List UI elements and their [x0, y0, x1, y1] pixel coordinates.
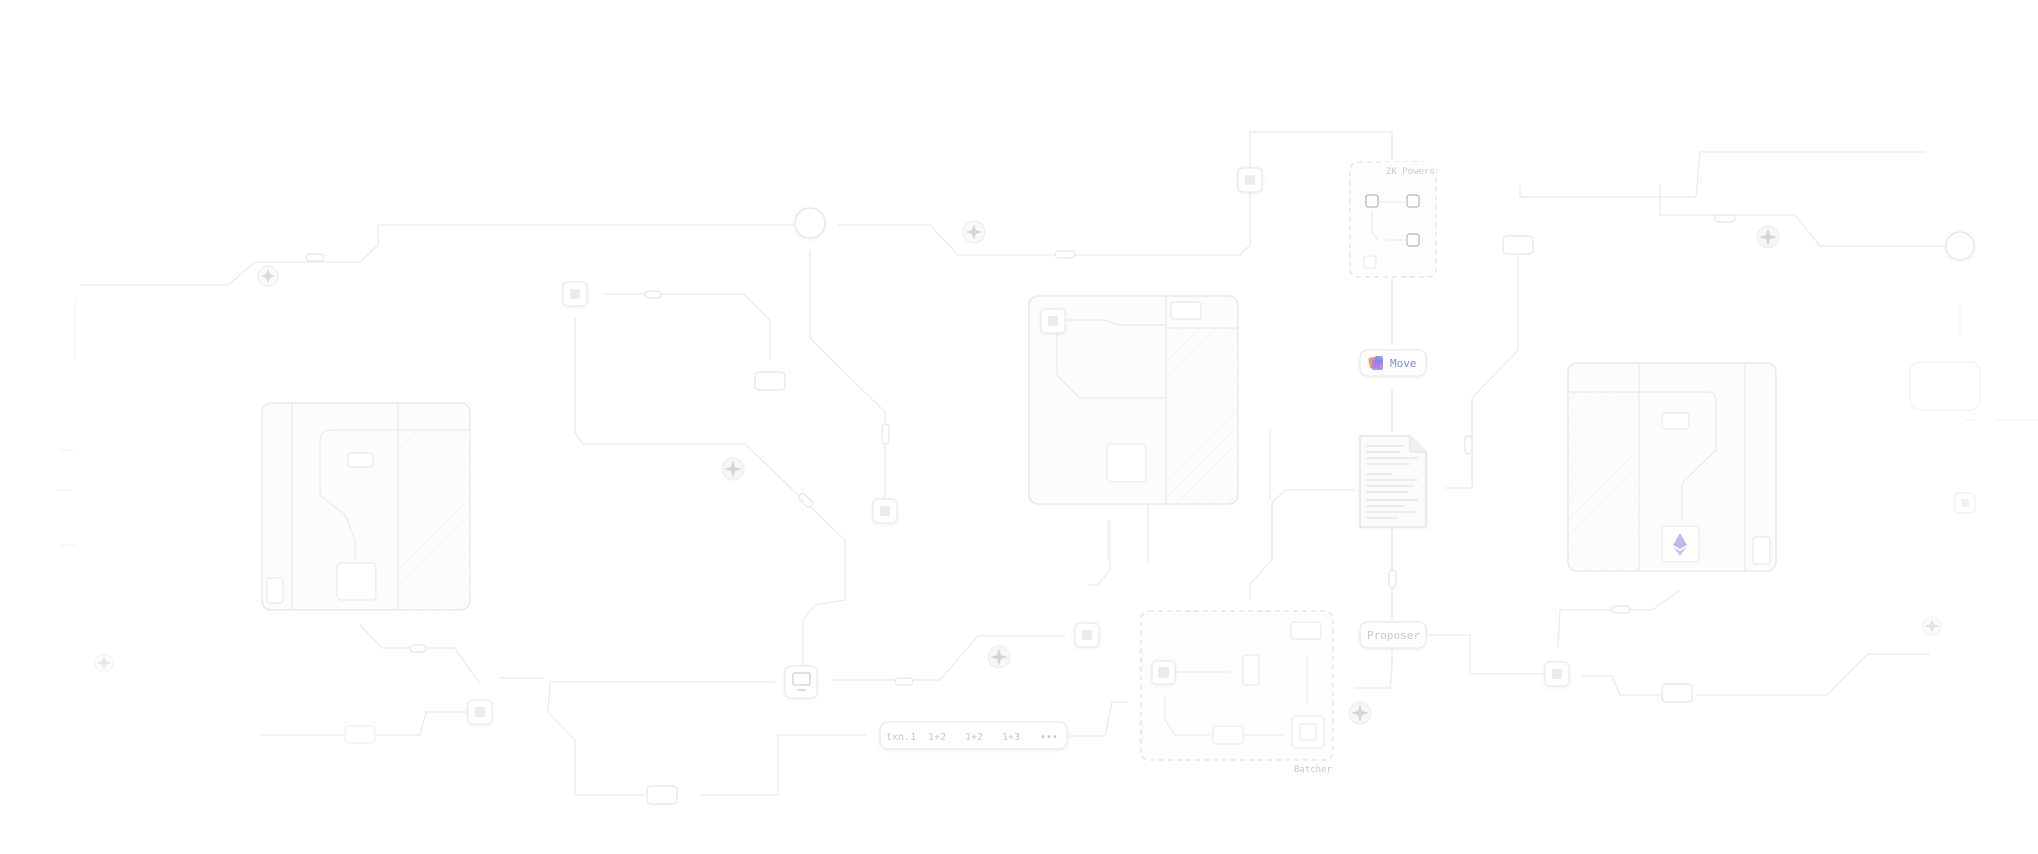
square-nodes [467, 167, 1976, 725]
move-label: Move [1390, 357, 1417, 370]
ethereum-icon [1673, 533, 1687, 556]
proposer-label: Proposer [1367, 629, 1420, 642]
panel-left [261, 402, 471, 611]
sparkle-icon [94, 653, 114, 673]
sparkle-icon [1348, 701, 1372, 725]
tx-item: 1+2 [928, 732, 946, 743]
circle-nodes [794, 207, 1975, 261]
sparkle-icons [94, 220, 1942, 725]
panel-center [1028, 295, 1239, 505]
tx-item: 1+3 [1002, 732, 1020, 743]
monitor-icon [784, 665, 818, 699]
batcher-label: Batcher [1294, 765, 1333, 775]
faint-edges [55, 300, 2038, 546]
sparkle-icon [257, 265, 279, 287]
sparkle-icon [987, 645, 1011, 669]
proposer-node: Proposer [1359, 621, 1427, 649]
sparkle-icon [1922, 616, 1942, 636]
line-connectors [305, 214, 1736, 686]
batcher-group: Batcher [1140, 610, 1334, 775]
move-logo-icon [1368, 356, 1383, 370]
sparkle-icon [962, 220, 986, 244]
tx-item: 1+2 [965, 732, 983, 743]
tx-more: ••• [1040, 732, 1058, 743]
document-icon [1359, 435, 1427, 528]
tx-strip: txn.1 1+2 1+2 1+3 ••• [879, 721, 1068, 750]
move-node: Move [1359, 349, 1427, 377]
zk-powers-label: ZK Powers [1386, 167, 1435, 177]
panel-right [1567, 362, 1777, 572]
sparkle-icon [721, 457, 745, 481]
sparkle-icon [1756, 225, 1780, 249]
connector-lines [80, 131, 1960, 796]
zk-powers-group: ZK Powers [1349, 161, 1437, 278]
pill-nodes [344, 235, 1981, 805]
tx-item: txn.1 [886, 732, 916, 743]
